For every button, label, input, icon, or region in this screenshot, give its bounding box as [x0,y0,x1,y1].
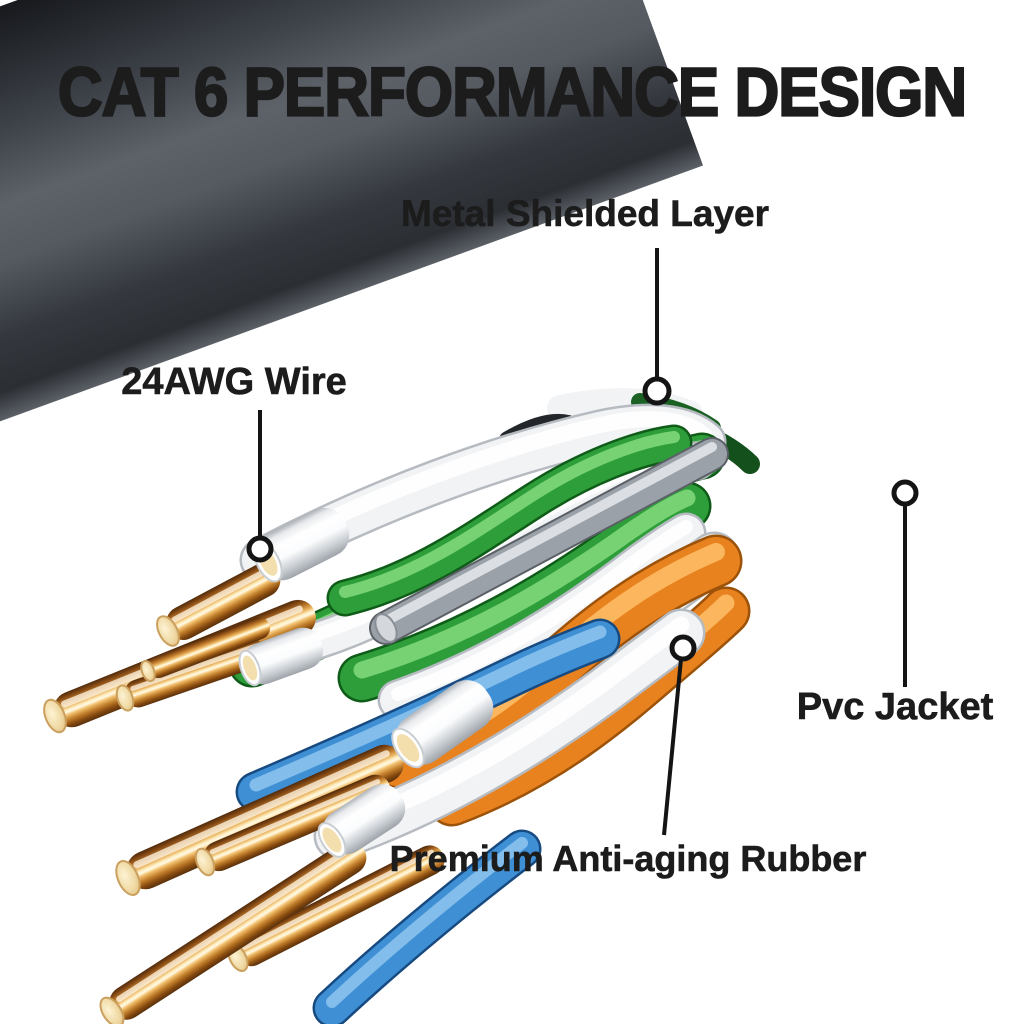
pvc-jacket-body [0,0,704,447]
white-strand [313,608,706,861]
copper-conductor [194,774,391,877]
upper-conductor-group [43,507,350,734]
green-strand [337,481,712,703]
marker-metal-shielded-layer [642,376,672,406]
white-strand [377,512,707,721]
drain-wire [369,437,729,645]
cable-body [0,0,704,447]
copper-conductor [99,840,367,1024]
label-24awg-wire: 24AWG Wire [121,361,347,403]
copper-conductor [140,617,271,683]
insulation-tube [238,627,324,687]
copper-conductor [115,639,268,712]
label-metal-shielded-layer: Metal Shielded Layer [400,193,770,234]
marker-24awg-wire [246,535,274,563]
leader-premium-anti-aging-rubber [662,658,683,836]
label-premium-anti-aging-rubber: Premium Anti-aging Rubber [389,838,867,879]
label-pvc-jacket: Pvc Jacket [796,686,994,728]
blue-wire-lower-segment [312,829,542,1024]
page-title: CAT 6 PERFORMANCE DESIGN [57,54,968,132]
marker-pvc-jacket [891,479,919,507]
copper-conductor [156,563,281,647]
insulation-tube [317,784,406,858]
insulation-tube [391,680,494,769]
callout-leaders [246,248,919,836]
lower-conductor-group [99,680,542,1024]
green-strand [326,424,693,617]
marker-premium-anti-aging-rubber [669,634,697,662]
drain-wire-end-cap [374,613,398,643]
